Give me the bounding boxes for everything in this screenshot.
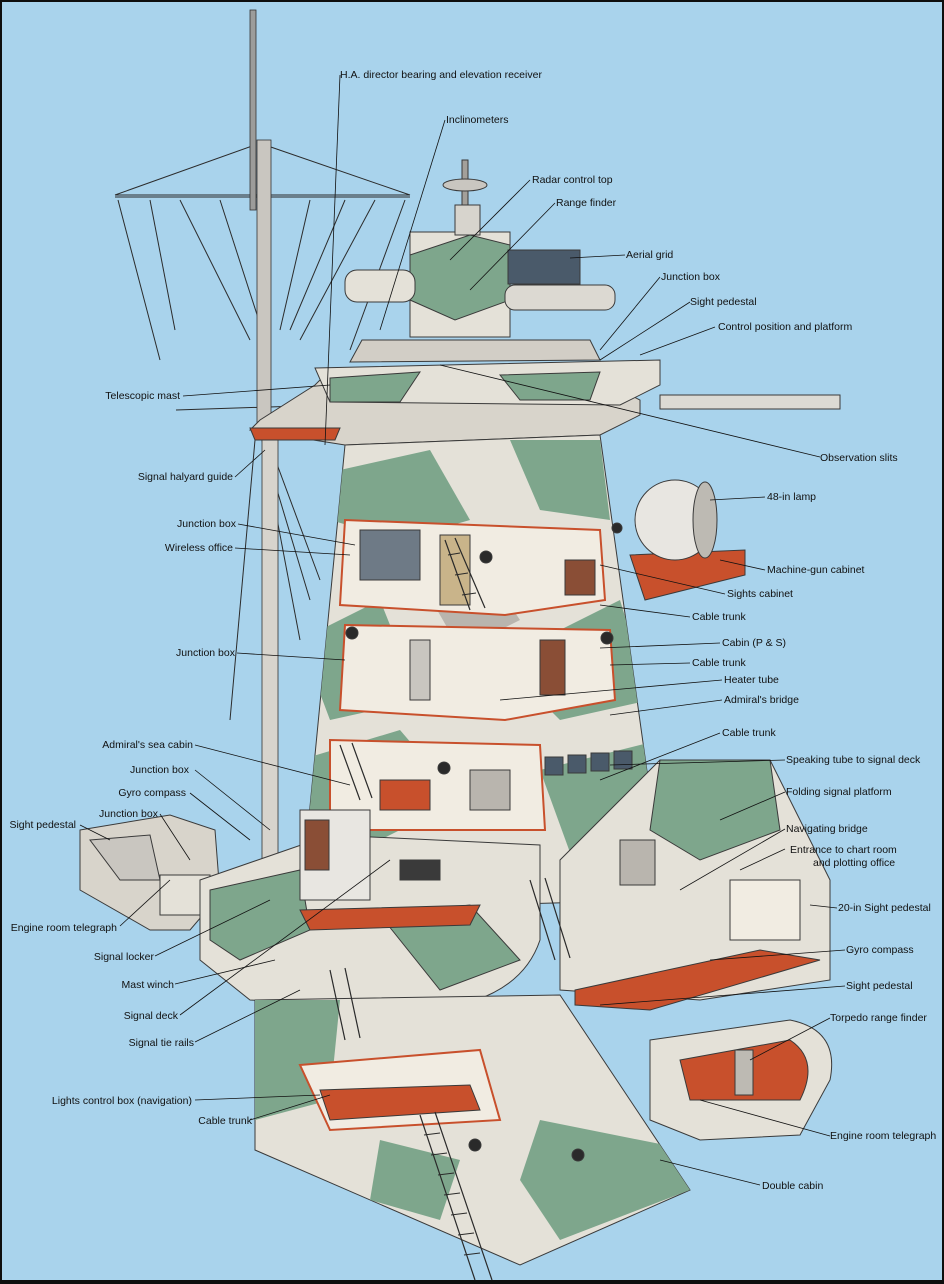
labels: H.A. director bearing and elevation rece… bbox=[9, 69, 936, 1192]
ladders bbox=[329, 537, 571, 1281]
label-junction-box-left-2: Junction box bbox=[176, 647, 236, 659]
lower-structure bbox=[254, 994, 691, 1266]
label-inclinometers: Inclinometers bbox=[446, 114, 508, 126]
label-control-position: Control position and platform bbox=[718, 321, 852, 333]
lamp-48-shape bbox=[629, 479, 746, 601]
label-admirals-sea-cabin: Admiral's sea cabin bbox=[102, 739, 193, 751]
label-cable-trunk-1: Cable trunk bbox=[692, 611, 746, 623]
label-observation-slits: Observation slits bbox=[820, 452, 898, 464]
label-ha-director: H.A. director bearing and elevation rece… bbox=[340, 69, 542, 81]
label-navigating-bridge: Navigating bridge bbox=[786, 823, 868, 835]
label-cable-trunk-2: Cable trunk bbox=[692, 657, 746, 669]
label-entrance-chart-room-2: and plotting office bbox=[813, 857, 895, 869]
label-torpedo-range-finder: Torpedo range finder bbox=[830, 1012, 927, 1024]
label-junction-box-top: Junction box bbox=[661, 271, 721, 283]
label-folding-signal-platform: Folding signal platform bbox=[786, 786, 892, 798]
label-cabin-ps: Cabin (P & S) bbox=[722, 637, 786, 649]
label-double-cabin: Double cabin bbox=[762, 1180, 823, 1192]
label-machine-gun-cabinet: Machine-gun cabinet bbox=[767, 564, 865, 576]
label-sight-pedestal-20: 20-in Sight pedestal bbox=[838, 902, 931, 914]
radar-control-top-shape bbox=[344, 159, 616, 363]
label-sight-pedestal-left: Sight pedestal bbox=[9, 819, 76, 831]
torpedo-platform-shape bbox=[649, 1019, 833, 1141]
label-wireless-office: Wireless office bbox=[165, 542, 233, 554]
label-cable-trunk-4: Cable trunk bbox=[198, 1115, 252, 1127]
label-gyro-compass-right: Gyro compass bbox=[846, 944, 914, 956]
label-lights-control-box: Lights control box (navigation) bbox=[52, 1095, 192, 1107]
label-telescopic-mast: Telescopic mast bbox=[105, 390, 180, 402]
main-tower bbox=[299, 434, 666, 911]
label-sight-pedestal-right: Sight pedestal bbox=[846, 980, 913, 992]
label-range-finder: Range finder bbox=[556, 197, 617, 209]
label-sights-cabinet: Sights cabinet bbox=[727, 588, 793, 600]
label-gyro-compass-left: Gyro compass bbox=[118, 787, 186, 799]
label-signal-locker: Signal locker bbox=[94, 951, 155, 963]
label-heater-tube: Heater tube bbox=[724, 674, 779, 686]
label-sight-pedestal-top: Sight pedestal bbox=[690, 296, 757, 308]
label-lamp-48: 48-in lamp bbox=[767, 491, 816, 503]
label-signal-tie-rails: Signal tie rails bbox=[129, 1037, 194, 1049]
ladder-rungs bbox=[423, 552, 481, 1256]
label-radar-control-top: Radar control top bbox=[532, 174, 613, 186]
label-signal-deck: Signal deck bbox=[124, 1010, 179, 1022]
control-platform bbox=[248, 359, 841, 446]
label-signal-halyard-guide: Signal halyard guide bbox=[138, 471, 233, 483]
label-engine-room-telegraph-left: Engine room telegraph bbox=[11, 922, 117, 934]
label-mast-winch: Mast winch bbox=[121, 979, 174, 991]
leader-lines bbox=[79, 74, 846, 1186]
label-admirals-bridge: Admiral's bridge bbox=[724, 694, 799, 706]
label-aerial-grid: Aerial grid bbox=[626, 249, 673, 261]
navigating-bridge-shape bbox=[559, 759, 831, 1011]
label-speaking-tube: Speaking tube to signal deck bbox=[786, 754, 921, 766]
label-cable-trunk-3: Cable trunk bbox=[722, 727, 776, 739]
label-entrance-chart-room-1: Entrance to chart room bbox=[790, 844, 897, 856]
label-engine-room-telegraph-right: Engine room telegraph bbox=[830, 1130, 936, 1142]
label-junction-box-left-3: Junction box bbox=[130, 764, 190, 776]
label-junction-box-left-4: Junction box bbox=[99, 808, 159, 820]
label-junction-box-left-1: Junction box bbox=[177, 518, 237, 530]
